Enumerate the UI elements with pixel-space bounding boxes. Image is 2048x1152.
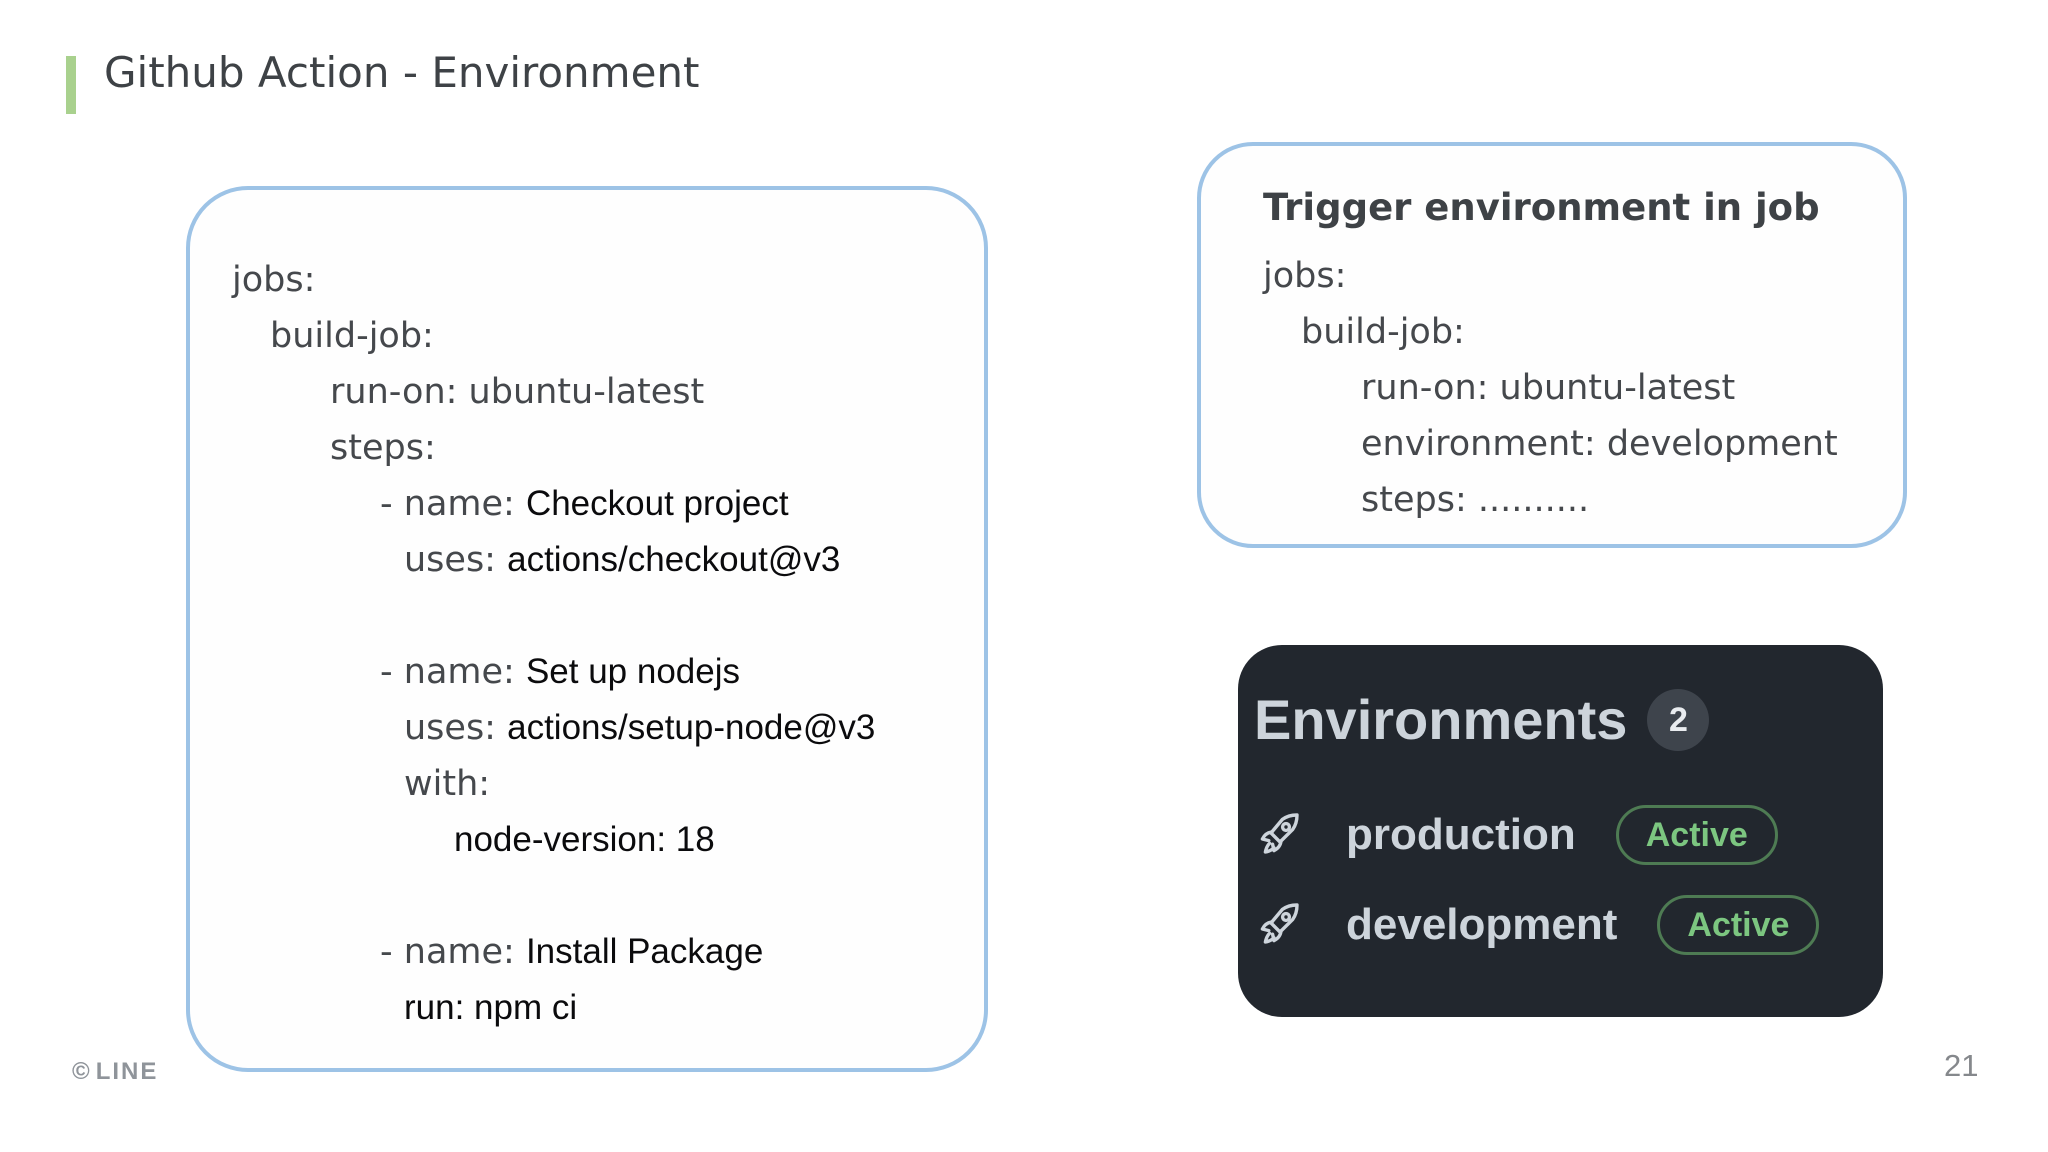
line-logo: ©LINE bbox=[72, 1058, 158, 1086]
code-line: run: npm ci bbox=[404, 980, 958, 1036]
code-line: steps: .......... bbox=[1361, 472, 1877, 528]
yaml-key: environment: development bbox=[1361, 424, 1838, 464]
line-logo-text: LINE bbox=[95, 1058, 159, 1085]
yaml-key: uses: bbox=[404, 540, 508, 580]
environments-list: production Active development Active bbox=[1254, 804, 1883, 956]
yaml-key: - name: bbox=[380, 484, 526, 524]
code-line: build-job: bbox=[1301, 304, 1877, 360]
code-line: jobs: bbox=[232, 252, 958, 308]
code-line: jobs: bbox=[1263, 248, 1877, 304]
yaml-value: actions/setup-node@v3 bbox=[507, 708, 876, 747]
yaml-key: jobs: bbox=[232, 260, 316, 300]
yaml-key: steps: bbox=[330, 428, 436, 468]
page-title: Github Action - Environment bbox=[104, 48, 700, 97]
yaml-code: jobs: build-job: run-on: ubuntu-latest s… bbox=[232, 252, 958, 1036]
yaml-key: uses: bbox=[404, 708, 508, 748]
environments-header: Environments 2 bbox=[1254, 689, 1883, 751]
environment-row[interactable]: production Active bbox=[1254, 804, 1883, 866]
yaml-key: run-on: ubuntu-latest bbox=[1361, 368, 1736, 408]
environments-count-badge: 2 bbox=[1647, 689, 1710, 751]
rocket-icon bbox=[1260, 903, 1299, 944]
code-line: - name: Checkout project bbox=[380, 476, 958, 532]
active-badge: Active bbox=[1657, 894, 1820, 956]
yaml-key: - name: bbox=[380, 652, 526, 692]
environments-title: Environments bbox=[1254, 688, 1628, 751]
code-line: steps: bbox=[330, 420, 958, 476]
code-line: node-version: 18 bbox=[454, 812, 958, 868]
code-line: uses: actions/setup-node@v3 bbox=[404, 700, 958, 756]
code-line: build-job: bbox=[270, 308, 958, 364]
yaml-value: actions/checkout@v3 bbox=[507, 540, 841, 579]
yaml-value: run: npm ci bbox=[404, 988, 578, 1027]
code-line: run-on: ubuntu-latest bbox=[330, 364, 958, 420]
environments-panel: Environments 2 production Active bbox=[1238, 645, 1883, 1017]
environment-name[interactable]: development bbox=[1346, 900, 1618, 949]
yaml-key: - name: bbox=[380, 932, 526, 972]
yaml-key: steps: .......... bbox=[1361, 480, 1590, 520]
code-line bbox=[232, 588, 958, 644]
environment-row[interactable]: development Active bbox=[1254, 894, 1883, 956]
code-line: - name: Install Package bbox=[380, 924, 958, 980]
yaml-key: with: bbox=[404, 764, 491, 804]
yaml-key: build-job: bbox=[1301, 312, 1465, 352]
yaml-key: build-job: bbox=[270, 316, 434, 356]
rocket-icon bbox=[1260, 813, 1299, 854]
code-line bbox=[232, 868, 958, 924]
code-line: uses: actions/checkout@v3 bbox=[404, 532, 958, 588]
environment-name[interactable]: production bbox=[1346, 810, 1576, 859]
yaml-value: Checkout project bbox=[525, 484, 789, 523]
yaml-workflow-box: jobs: build-job: run-on: ubuntu-latest s… bbox=[186, 186, 988, 1072]
title-accent-bar bbox=[66, 56, 76, 114]
page-number: 21 bbox=[1944, 1048, 1979, 1083]
yaml-value: node-version: 18 bbox=[454, 820, 715, 859]
yaml-value: Install Package bbox=[525, 932, 764, 971]
trigger-yaml-code: jobs: build-job: run-on: ubuntu-latest e… bbox=[1263, 248, 1877, 528]
active-badge: Active bbox=[1615, 804, 1778, 866]
code-line: with: bbox=[404, 756, 958, 812]
yaml-key: jobs: bbox=[1263, 256, 1347, 296]
yaml-value: Set up nodejs bbox=[525, 652, 740, 691]
trigger-box-title: Trigger environment in job bbox=[1263, 186, 1820, 229]
code-line: run-on: ubuntu-latest bbox=[1361, 360, 1877, 416]
yaml-key: run-on: ubuntu-latest bbox=[330, 372, 705, 412]
code-line: - name: Set up nodejs bbox=[380, 644, 958, 700]
code-line: environment: development bbox=[1361, 416, 1877, 472]
trigger-environment-box: Trigger environment in job jobs: build-j… bbox=[1197, 142, 1907, 548]
copyright-icon: © bbox=[72, 1058, 90, 1085]
